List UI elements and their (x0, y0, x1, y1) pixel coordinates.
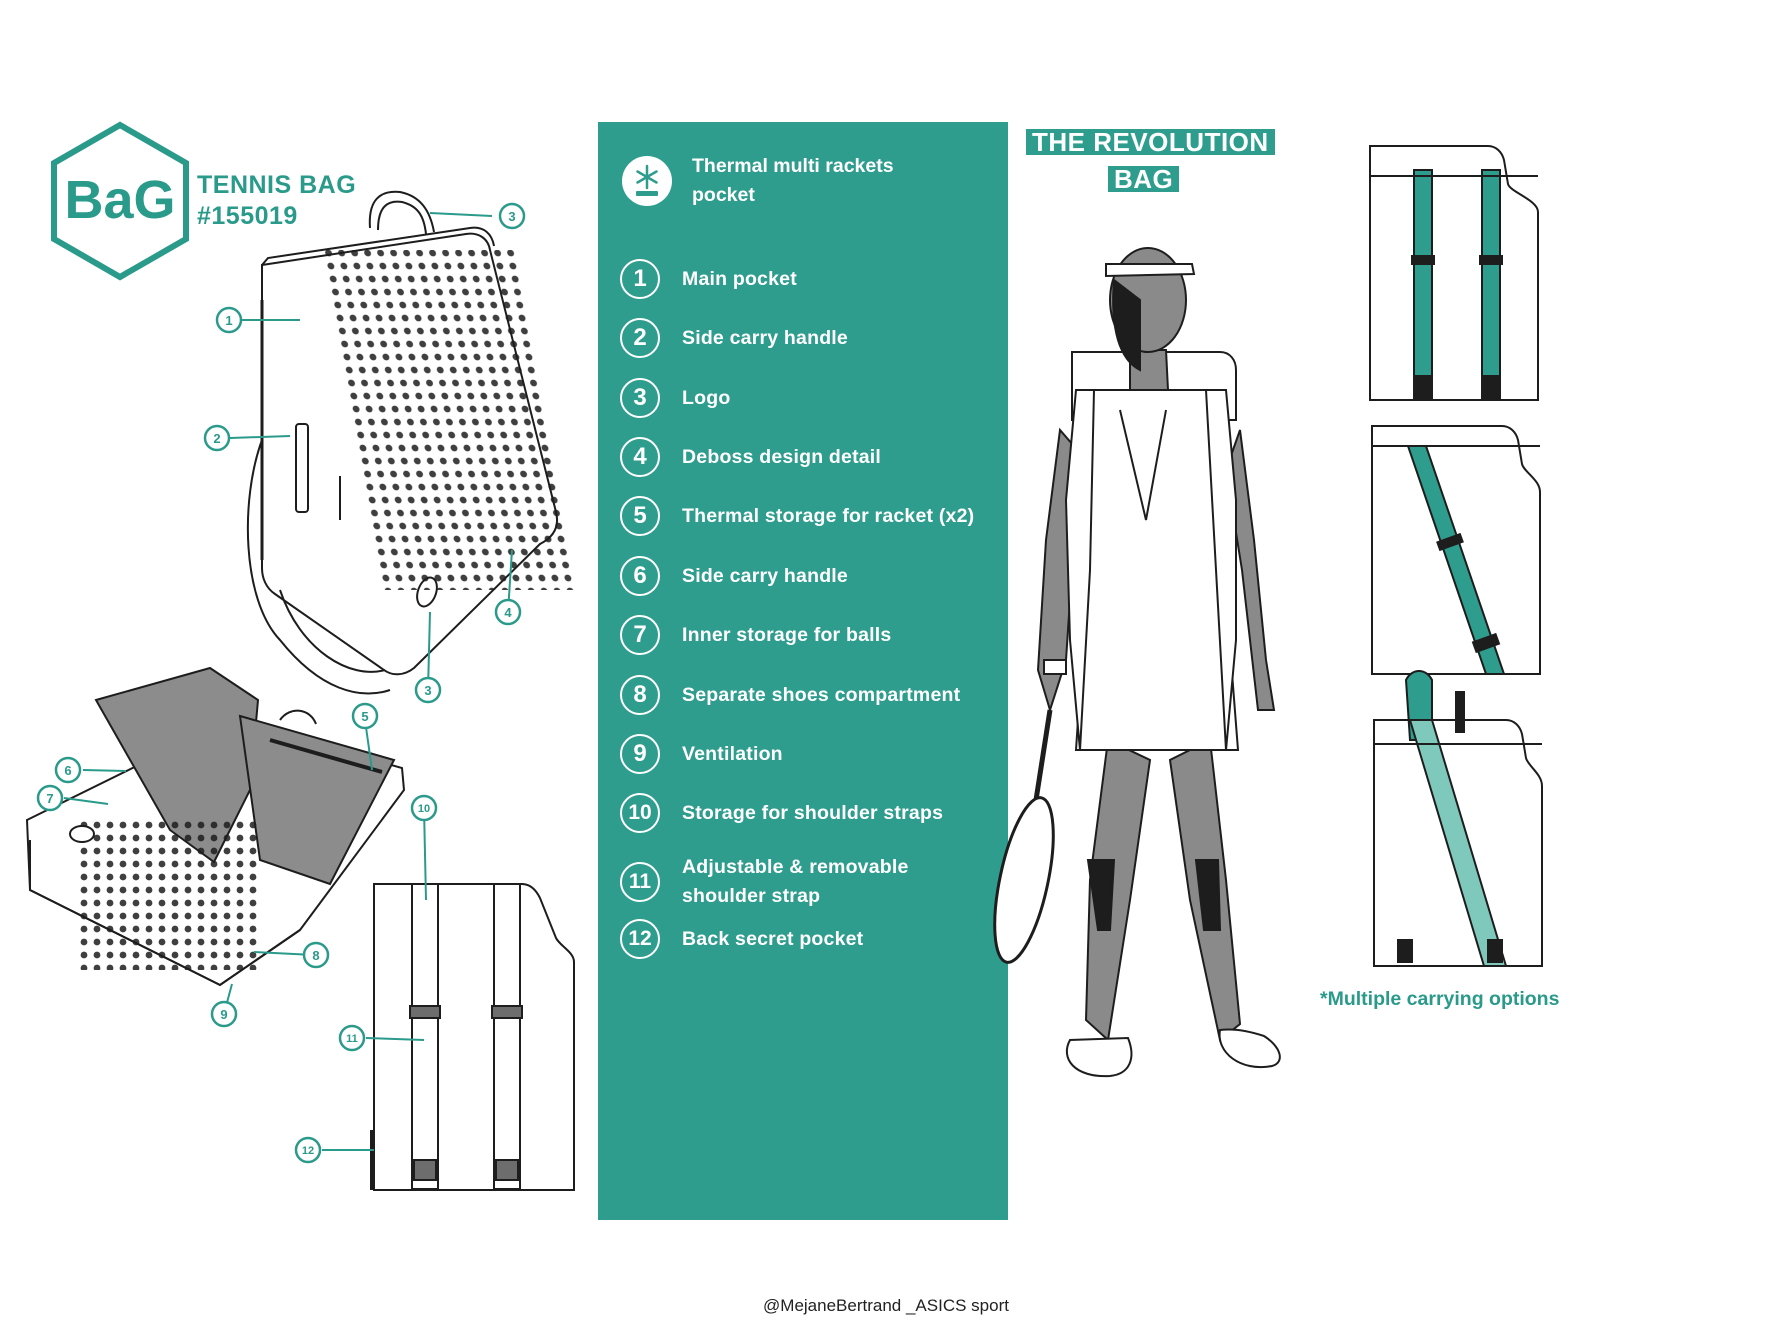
feature-number: 3 (620, 378, 660, 418)
callout-1: 1 (215, 306, 243, 334)
feature-number: 5 (620, 496, 660, 536)
backpack-back-view (370, 883, 575, 1191)
feature-item-4: 4 Deboss design detail (620, 434, 881, 480)
author-credit: @MejaneBertrand _ASICS sport (763, 1296, 1009, 1315)
callout-12: 12 (294, 1136, 322, 1164)
product-title: TENNIS BAG #155019 (197, 170, 356, 232)
callout-5: 5 (351, 702, 379, 730)
svg-text:1: 1 (225, 313, 232, 328)
feature-label: Side carry handle (682, 564, 848, 587)
thermal-pocket-label: Thermal multi rackets pocket (692, 155, 894, 206)
carrying-options-note: *Multiple carrying options (1320, 988, 1560, 1010)
callout-3-top: 3 (498, 202, 526, 230)
svg-text:9: 9 (220, 1007, 227, 1022)
revolution-heading-line2: BAG (1108, 166, 1180, 192)
feature-item-10: 10 Storage for shoulder straps (620, 790, 943, 836)
callout-10: 10 (410, 794, 438, 822)
feature-label: Inner storage for balls (682, 623, 892, 646)
feature-number: 8 (620, 675, 660, 715)
feature-number: 2 (620, 318, 660, 358)
svg-text:7: 7 (46, 791, 53, 806)
feature-label: Deboss design detail (682, 445, 882, 468)
carry-option-backpack (1369, 145, 1539, 401)
feature-label: Back secret pocket (682, 927, 864, 950)
feature-label: Storage for shoulder straps (682, 801, 944, 824)
feature-label: Thermal storage for racket (x2) (682, 504, 975, 527)
feature-item-5: 5 Thermal storage for racket (x2) (620, 493, 974, 539)
callout-3-bottom: 3 (414, 676, 442, 704)
callout-circles: 1 2 3 4 3 5 6 7 8 9 10 11 12 (36, 202, 526, 1164)
svg-text:12: 12 (302, 1145, 314, 1157)
brand-logo: BaG (51, 121, 189, 281)
brand-logo-text: BaG (64, 170, 175, 230)
callout-11: 11 (338, 1024, 366, 1052)
feature-item-8: 8 Separate shoes compartment (620, 672, 960, 718)
svg-text:6: 6 (64, 763, 71, 778)
svg-text:3: 3 (508, 209, 515, 224)
feature-number: 9 (620, 734, 660, 774)
bag-technical-illustrations: BaG (25, 121, 575, 1191)
backpack-front-view (246, 190, 575, 695)
feature-number: 1 (620, 259, 660, 299)
product-name: TENNIS BAG (197, 171, 357, 199)
feature-number: 7 (620, 615, 660, 655)
callout-7: 7 (36, 784, 64, 812)
svg-text:5: 5 (361, 709, 368, 724)
callout-9: 9 (210, 1000, 238, 1028)
callout-8: 8 (302, 941, 330, 969)
feature-item-2: 2 Side carry handle (620, 315, 848, 361)
feature-item-6: 6 Side carry handle (620, 553, 848, 599)
svg-text:11: 11 (346, 1033, 358, 1045)
svg-text:4: 4 (504, 605, 512, 620)
feature-label: Main pocket (682, 267, 797, 290)
carrying-options-illustrations (1369, 145, 1543, 967)
callout-2: 2 (203, 424, 231, 452)
feature-item-3: 3 Logo (620, 375, 730, 421)
svg-text:8: 8 (312, 948, 319, 963)
feature-item-11: 11 Adjustable & removable shoulder strap (620, 852, 909, 912)
product-number: #155019 (197, 202, 298, 230)
feature-number: 12 (620, 919, 660, 959)
backpack-open-view (25, 666, 406, 987)
feature-label: Ventilation (682, 742, 783, 765)
feature-item-7: 7 Inner storage for balls (620, 612, 891, 658)
feature-label: Separate shoes compartment (682, 683, 961, 706)
feature-item-1: 1 Main pocket (620, 256, 797, 302)
carry-option-crossbody (1371, 425, 1541, 675)
thermal-pocket-row: Thermal multi rackets pocket (622, 152, 894, 210)
feature-label: Adjustable & removable shoulder strap (682, 856, 909, 907)
feature-number: 4 (620, 437, 660, 477)
feature-label: Side carry handle (682, 326, 848, 349)
feature-item-9: 9 Ventilation (620, 731, 783, 777)
svg-text:2: 2 (213, 431, 220, 446)
player-wearing-bag-illustration (993, 247, 1281, 1078)
svg-text:3: 3 (424, 683, 431, 698)
carry-option-shoulder (1373, 670, 1543, 967)
callout-6: 6 (54, 756, 82, 784)
feature-number: 10 (620, 793, 660, 833)
snowflake-icon (622, 156, 672, 206)
feature-label: Logo (682, 386, 731, 409)
feature-list-panel: Thermal multi rackets pocket 1 Main pock… (598, 122, 1008, 1220)
svg-text:10: 10 (418, 803, 430, 815)
feature-number: 6 (620, 556, 660, 596)
callout-4: 4 (494, 598, 522, 626)
feature-number: 11 (620, 862, 660, 902)
revolution-heading-line1: THE REVOLUTION (1026, 129, 1275, 155)
feature-item-12: 12 Back secret pocket (620, 916, 863, 962)
